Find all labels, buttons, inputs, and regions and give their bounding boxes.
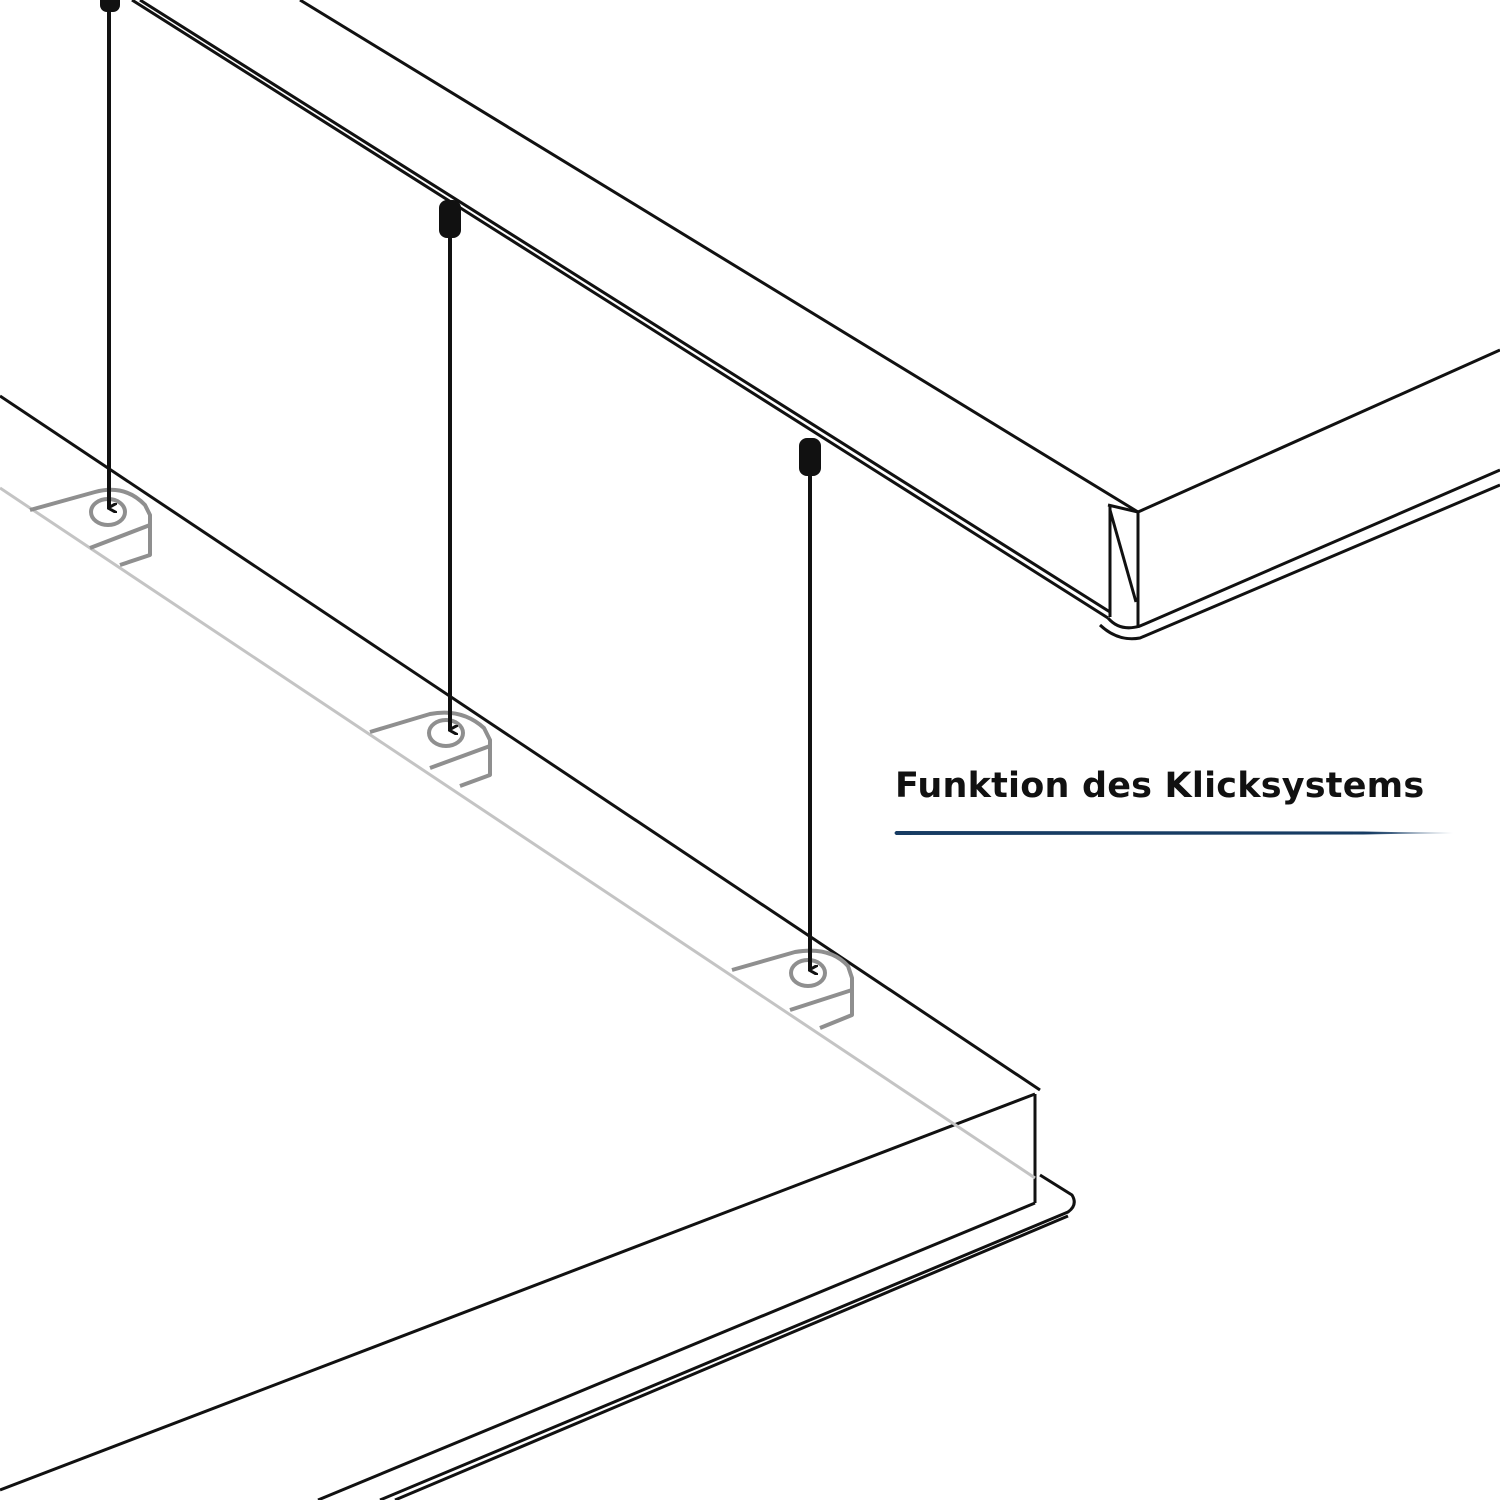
clip-2 xyxy=(369,710,492,788)
upper-panel xyxy=(131,0,1500,641)
pin-3 xyxy=(799,438,821,970)
caption-title: Funktion des Klicksystems xyxy=(895,766,1425,806)
pin-1 xyxy=(100,0,120,508)
clip-1 xyxy=(29,487,152,567)
pin-2 xyxy=(439,200,461,730)
hidden-edge xyxy=(0,486,1036,1180)
caption-underline xyxy=(893,824,1453,835)
lower-panel xyxy=(0,394,1076,1500)
